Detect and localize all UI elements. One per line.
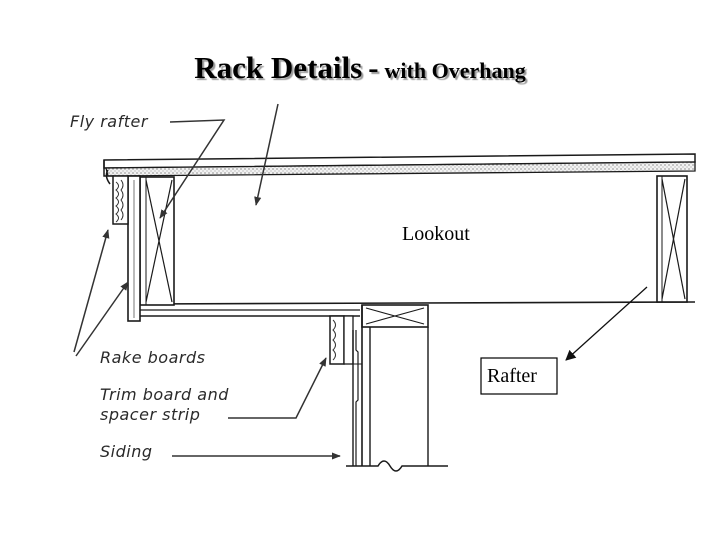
ground-break-line — [346, 460, 448, 472]
wall-top-plate — [361, 304, 429, 466]
label-siding: Siding — [100, 442, 153, 461]
label-trim-board-line2: spacer strip — [100, 405, 200, 424]
label-fly-rafter: Fly rafter — [70, 112, 149, 131]
trim-board-spacer — [329, 315, 354, 365]
diagram-title: Rack Details-with Overhang — [0, 50, 720, 86]
lookout-member — [139, 301, 696, 317]
fly-rafter — [139, 176, 175, 306]
label-rafter: Rafter — [487, 365, 537, 387]
fly-rafter-leader — [159, 119, 226, 219]
sheathing-leader — [254, 103, 279, 206]
rafter-pointer-arrow — [565, 286, 648, 361]
title-main: Rack Details — [194, 50, 363, 85]
trim-board-leader — [228, 357, 327, 419]
rafter-label-box — [480, 357, 558, 395]
label-rake-boards: Rake boards — [100, 348, 205, 367]
label-lookout: Lookout — [402, 223, 470, 245]
rake-boards-leader-upper — [73, 229, 110, 353]
rake-boards — [105, 169, 141, 322]
title-subtitle: with Overhang — [384, 58, 526, 83]
title-separator: - — [368, 50, 379, 85]
rafter-member — [656, 175, 688, 303]
rake-boards-leader-lower — [75, 281, 129, 357]
leader-lines — [73, 103, 341, 460]
roof-sheathing — [103, 153, 696, 177]
label-trim-board-line1: Trim board and — [100, 385, 229, 404]
siding — [352, 330, 362, 466]
